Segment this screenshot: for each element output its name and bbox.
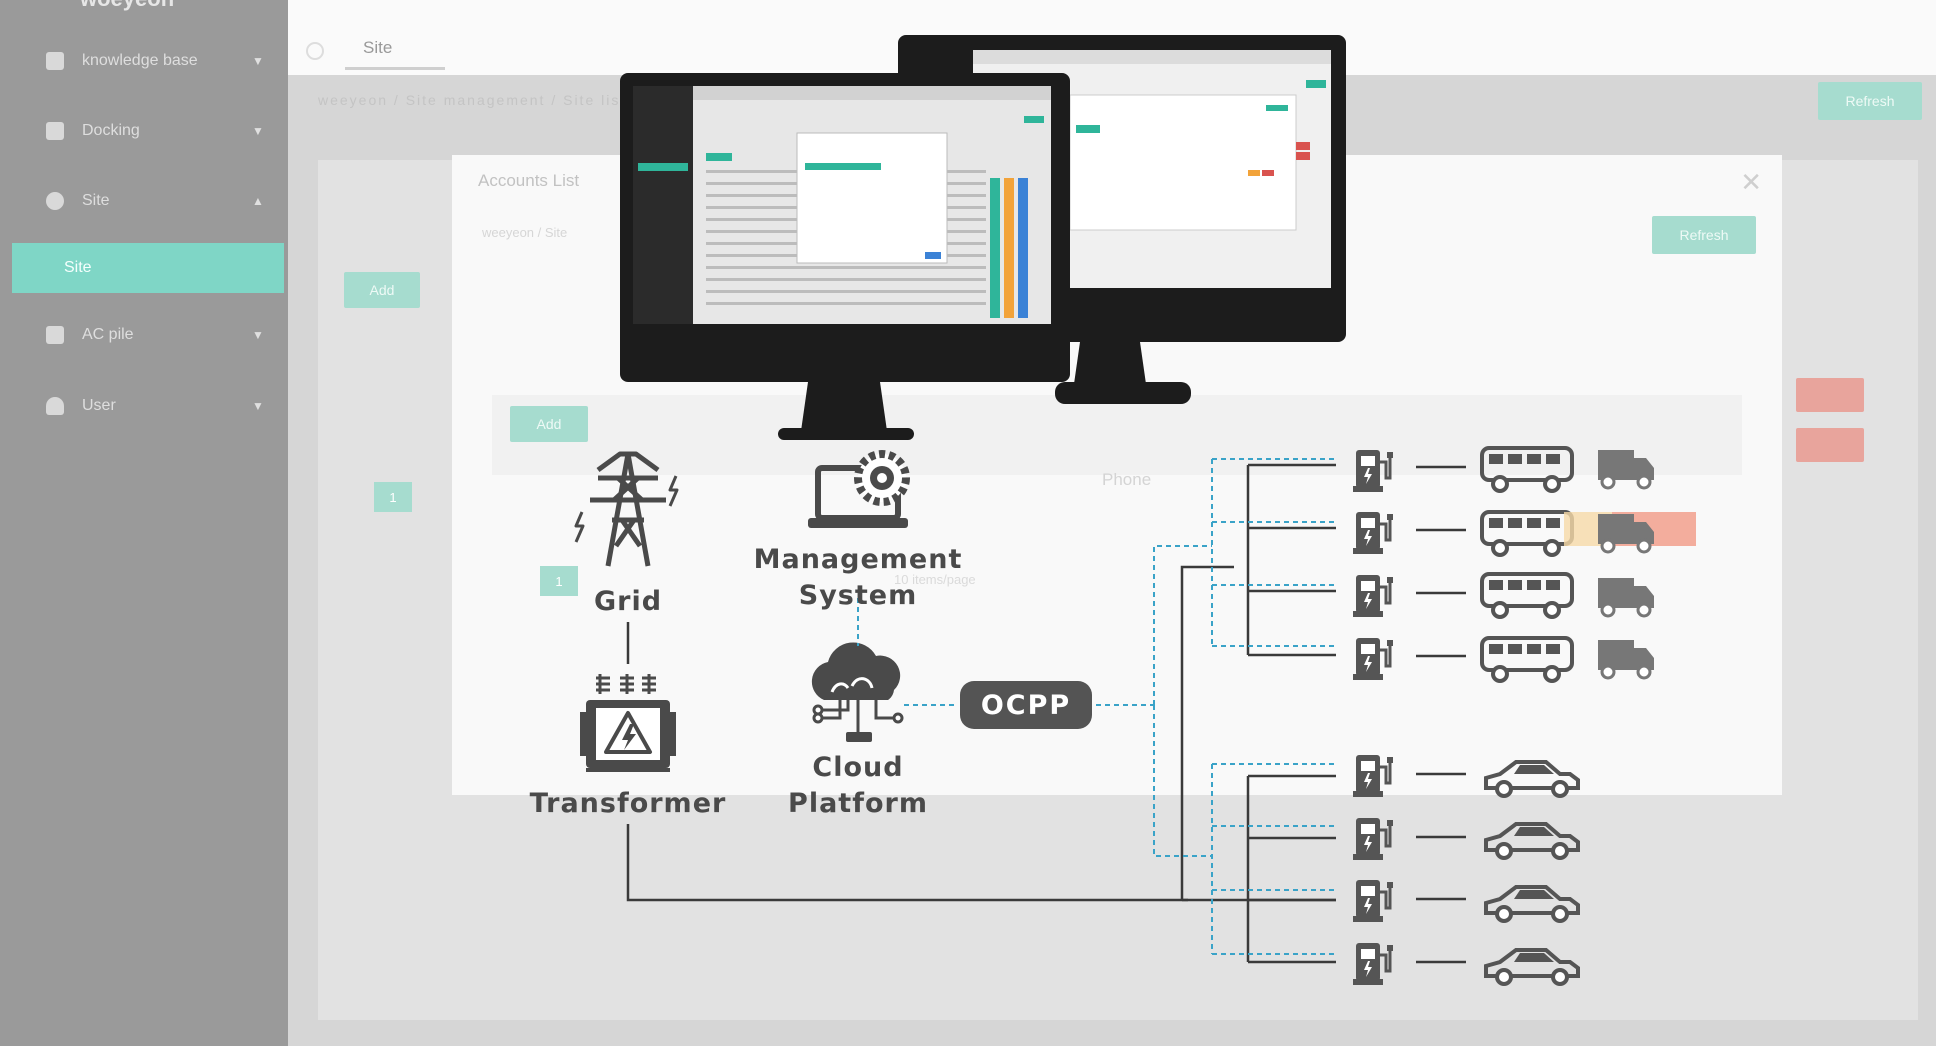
- sidebar-item-site[interactable]: Site ▲: [0, 176, 288, 226]
- car-icon: [1484, 885, 1580, 923]
- management-label-line2: System: [798, 580, 918, 611]
- sidebar: woeyeon knowledge base ▼ Docking ▼ Site …: [0, 0, 288, 1056]
- calculator-icon: [46, 326, 64, 344]
- database-icon: [46, 52, 64, 70]
- car-icon: [1484, 948, 1580, 986]
- sidebar-subitem-site[interactable]: Site: [12, 243, 284, 293]
- cloud-platform-icon: [811, 642, 904, 742]
- chevron-down-icon: ▼: [252, 54, 264, 68]
- sidebar-item-label: Docking: [82, 122, 140, 139]
- modal-refresh-button[interactable]: Refresh: [1652, 216, 1756, 254]
- charger-icon: [1351, 941, 1395, 987]
- truck-icon: [1596, 638, 1656, 680]
- sidebar-item-label: knowledge base: [82, 52, 198, 69]
- management-label-line1: Management: [753, 544, 963, 575]
- buses: [1480, 446, 1574, 683]
- tab-close-icon[interactable]: [306, 42, 324, 60]
- bus-icon: [1480, 572, 1574, 619]
- charger-icon: [1351, 878, 1395, 924]
- management-system-icon: [808, 450, 910, 528]
- chevron-up-icon: ▲: [252, 194, 264, 208]
- bus-icon: [1480, 636, 1574, 683]
- sidebar-item-label: AC pile: [82, 326, 134, 343]
- sidebar-item-ac-pile[interactable]: AC pile ▼: [0, 310, 288, 360]
- charging-stations: [1351, 448, 1395, 987]
- charger-icon: [1351, 573, 1395, 619]
- charger-icon: [1351, 510, 1395, 556]
- sidebar-item-user[interactable]: User ▼: [0, 381, 288, 431]
- modal-breadcrumb: weeyeon / Site: [482, 225, 568, 240]
- sidebar-item-label: User: [82, 397, 116, 414]
- power-lines: [626, 463, 1466, 964]
- pager-page-1[interactable]: 1: [374, 482, 412, 512]
- car-icon: [1484, 760, 1580, 798]
- monitor-front: [620, 73, 1070, 440]
- grid-label: Grid: [593, 586, 663, 617]
- page-size-select[interactable]: 10 items/page: [894, 572, 976, 587]
- close-icon[interactable]: ✕: [1740, 167, 1762, 197]
- delete-button[interactable]: [1796, 378, 1864, 412]
- bus-icon: [1480, 510, 1574, 557]
- transformer-label: Transformer: [529, 788, 727, 819]
- sidebar-item-docking[interactable]: Docking ▼: [0, 106, 288, 156]
- trucks: [1596, 448, 1656, 680]
- ocpp-communication-lines: [857, 458, 1336, 955]
- chevron-down-icon: ▼: [252, 399, 264, 413]
- gear-icon: [46, 192, 64, 210]
- ocpp-badge: OCPP: [960, 681, 1092, 729]
- sidebar-item-knowledge-base[interactable]: knowledge base ▼: [0, 36, 288, 86]
- charger-icon: [1351, 753, 1395, 799]
- breadcrumb: weeyeon / Site management / Site list: [318, 92, 627, 108]
- sidebar-item-label: Site: [82, 192, 110, 209]
- cloud-label-line2: Platform: [788, 788, 928, 819]
- truck-icon: [1596, 576, 1656, 618]
- user-icon: [46, 397, 64, 415]
- sidebar-subitem-label: Site: [64, 259, 92, 276]
- modal-pager-page-1[interactable]: 1: [540, 566, 578, 596]
- charger-icon: [1351, 448, 1395, 494]
- truck-icon: [1596, 448, 1656, 490]
- phone-column-header: Phone: [1102, 470, 1152, 489]
- cloud-label-line1: Cloud: [812, 752, 904, 783]
- bus-icon: [1480, 446, 1574, 493]
- delete-button[interactable]: [1796, 428, 1864, 462]
- add-button[interactable]: Add: [344, 272, 420, 308]
- charger-icon: [1351, 816, 1395, 862]
- car-icon: [1484, 822, 1580, 860]
- tab-site[interactable]: Site: [345, 26, 445, 70]
- transformer-icon: [580, 674, 676, 772]
- chevron-down-icon: ▼: [252, 124, 264, 138]
- plug-icon: [46, 122, 64, 140]
- modal-add-button[interactable]: Add: [510, 406, 588, 442]
- brand-logo: woeyeon: [80, 0, 174, 12]
- charger-icon: [1351, 636, 1395, 682]
- grid-tower-icon: [574, 451, 679, 567]
- modal-title: Accounts List: [478, 171, 580, 190]
- refresh-button[interactable]: Refresh: [1818, 82, 1922, 120]
- cars: [1484, 760, 1580, 986]
- chevron-down-icon: ▼: [252, 328, 264, 342]
- bottom-strip: [0, 1046, 1936, 1056]
